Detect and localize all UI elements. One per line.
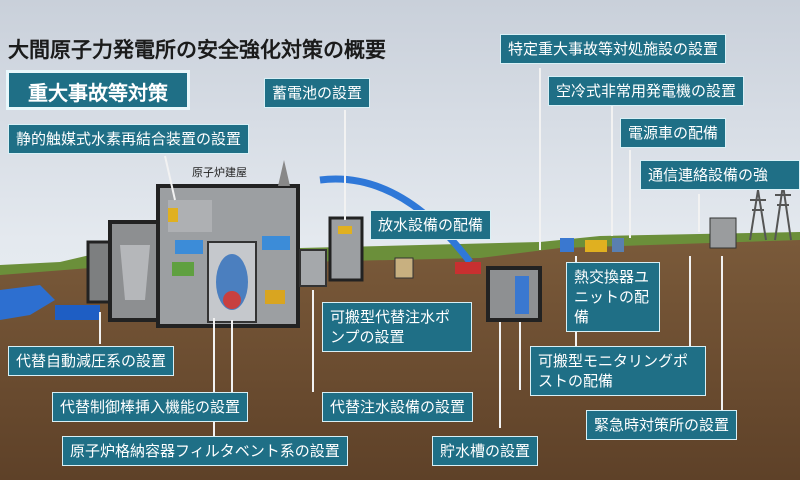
intake-pipe <box>55 305 100 320</box>
reactor-building-label: 原子炉建屋 <box>192 166 247 179</box>
main-heading: 重大事故等対策 <box>6 70 190 110</box>
sea <box>0 285 55 320</box>
label-water-tank: 貯水槽の設置 <box>432 436 539 466</box>
label-power-vehicle: 電源車の配備 <box>620 118 727 148</box>
spray-truck <box>455 262 481 274</box>
pump-unit <box>394 257 414 279</box>
label-facility: 特定重大事故等対処施設の設置 <box>500 34 727 64</box>
label-filter-vent: 原子炉格納容器フィルタベント系の設置 <box>62 436 348 466</box>
emergency-office-building <box>709 217 737 249</box>
generator-unit <box>612 238 624 252</box>
label-communication: 通信連絡設備の強 <box>640 160 800 190</box>
heat-exchanger <box>560 238 574 252</box>
water-tank-pit <box>486 266 542 322</box>
label-heat-exchanger: 熱交換器ユニットの配備 <box>566 262 660 332</box>
label-recombiner: 静的触媒式水素再結合装置の設置 <box>8 124 250 154</box>
label-depressurization: 代替自動減圧系の設置 <box>8 346 175 376</box>
reactor-complex <box>86 160 300 328</box>
power-vehicle <box>585 240 607 252</box>
label-battery: 蓄電池の設置 <box>264 78 371 108</box>
label-control-rod: 代替制御棒挿入機能の設置 <box>52 392 249 422</box>
label-air-cooled-generator: 空冷式非常用発電機の設置 <box>548 76 745 106</box>
label-monitoring-post: 可搬型モニタリングポストの配備 <box>530 346 706 396</box>
battery-unit <box>338 226 352 234</box>
spray-arc <box>319 175 473 265</box>
water-tank <box>515 276 529 314</box>
label-water-injection: 代替注水設備の設置 <box>322 392 474 422</box>
label-portable-pump: 可搬型代替注水ポンプの設置 <box>322 302 472 352</box>
aux-building <box>299 249 327 287</box>
page-title: 大間原子力発電所の安全強化対策の概要 <box>8 38 386 62</box>
power-pylons <box>749 184 792 241</box>
label-emergency-office: 緊急時対策所の設置 <box>586 410 738 440</box>
label-spray: 放水設備の配備 <box>370 210 492 240</box>
